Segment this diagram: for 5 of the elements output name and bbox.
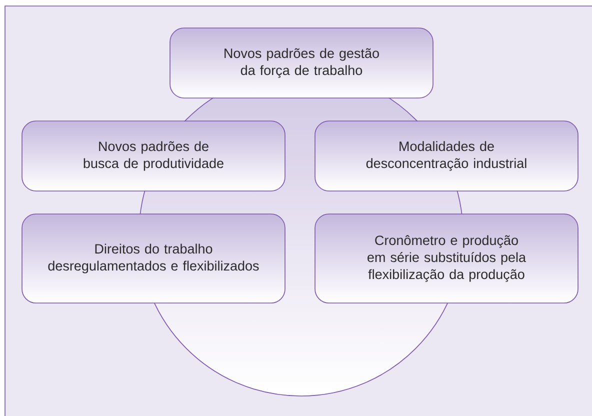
text-box: Cronômetro e produção em série substituídos pela flexibilização da produção [314, 214, 578, 304]
text-box: Modalidades de desconcentração industrial [314, 120, 578, 192]
text-box: Novos padrões de busca de produtividade [22, 120, 286, 192]
text-box: Novos padrões de gestão da força de trabalho [170, 28, 434, 98]
text-box: Direitos do trabalho desregulamentados e flexibilizados [22, 214, 286, 304]
